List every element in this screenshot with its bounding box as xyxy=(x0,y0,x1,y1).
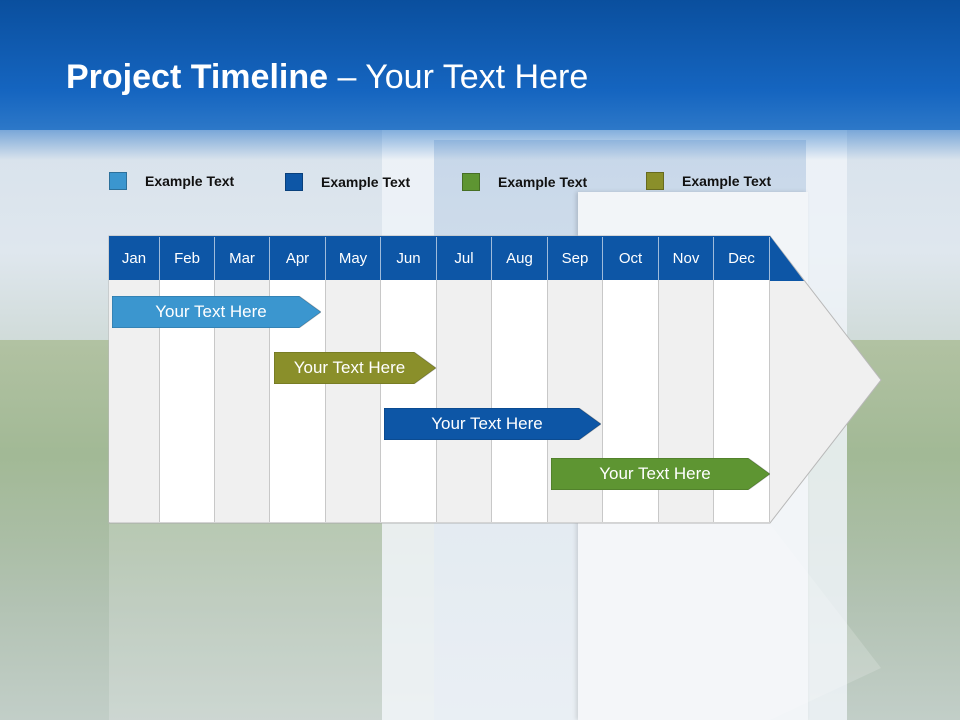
task-bar-shape xyxy=(551,458,770,490)
month-label-jun: Jun xyxy=(381,237,437,280)
legend-label-2: Example Text xyxy=(321,174,411,190)
title-bold: Project Timeline xyxy=(66,58,329,96)
slide-title: Project Timeline – Your Text Here xyxy=(66,58,588,97)
month-label-aug: Aug xyxy=(492,237,548,280)
month-label-nov: Nov xyxy=(659,237,714,280)
month-label-sep: Sep xyxy=(548,237,603,280)
month-label-jul: Jul xyxy=(437,237,492,280)
task-bar-2[interactable]: Your Text Here xyxy=(274,352,436,384)
month-column-jun xyxy=(381,280,437,522)
task-bar-label: Your Text Here xyxy=(599,464,711,483)
task-bar-shape xyxy=(384,408,601,440)
legend-item-2: Example Text xyxy=(285,172,410,192)
task-bar-label: Your Text Here xyxy=(431,414,543,433)
legend-item-3: Example Text xyxy=(462,172,587,192)
month-label-oct: Oct xyxy=(603,237,659,280)
task-bar-label: Your Text Here xyxy=(155,302,267,321)
legend-label-3: Example Text xyxy=(498,174,588,190)
arrow-reflection xyxy=(109,524,881,720)
month-label-jan: Jan xyxy=(109,237,160,280)
slide-header: Project Timeline – Your Text Here xyxy=(0,0,960,160)
task-bar-1[interactable]: Your Text Here xyxy=(112,296,321,328)
month-column-jul xyxy=(437,280,492,522)
legend-label-4: Example Text xyxy=(682,173,772,189)
title-rest: – Your Text Here xyxy=(328,58,589,96)
legend-item-1: Example Text xyxy=(109,171,234,191)
legend-swatch-1 xyxy=(109,172,127,190)
month-label-dec: Dec xyxy=(714,237,770,280)
task-bar-shape xyxy=(274,352,436,384)
legend-label-1: Example Text xyxy=(145,173,235,189)
header-fade xyxy=(0,130,960,160)
legend-swatch-2 xyxy=(285,173,303,191)
legend-item-4: Example Text xyxy=(646,171,771,191)
month-label-feb: Feb xyxy=(160,237,215,280)
task-bar-3[interactable]: Your Text Here xyxy=(384,408,601,440)
task-bar-label: Your Text Here xyxy=(293,358,406,377)
month-column-may xyxy=(326,280,381,522)
month-label-apr: Apr xyxy=(270,237,326,280)
month-label-may: May xyxy=(326,237,381,280)
task-bar-shape xyxy=(112,296,321,328)
legend-swatch-4 xyxy=(646,172,664,190)
legend-swatch-3 xyxy=(462,173,480,191)
month-label-mar: Mar xyxy=(215,237,270,280)
task-bar-4[interactable]: Your Text Here xyxy=(551,458,770,490)
month-column-aug xyxy=(492,280,548,522)
month-header-band xyxy=(109,236,804,281)
